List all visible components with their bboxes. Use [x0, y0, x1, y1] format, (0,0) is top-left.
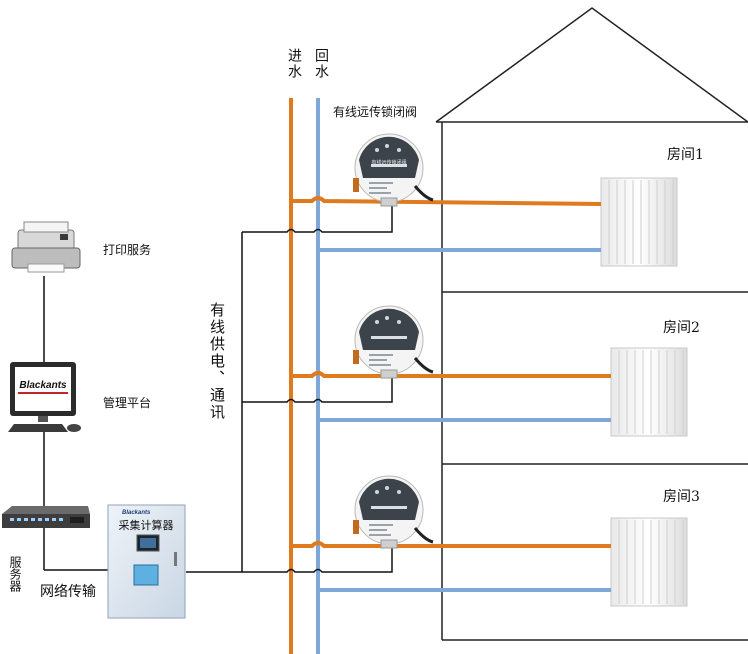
house-outline: [435, 7, 748, 641]
lock-valve-3: [351, 474, 435, 550]
valve-device-text: 有线远传锁闭阀: [371, 159, 406, 166]
return-pipe-label: 回水: [313, 48, 329, 80]
radiator-room-3: [610, 517, 688, 607]
room-2-label: 房间2: [663, 320, 700, 336]
power-comm-label: 有线供电、通讯: [208, 302, 226, 421]
power-comm-wiring: [43, 205, 393, 573]
lock-valve-2: [351, 304, 435, 380]
server-icon: [2, 506, 90, 528]
printer-icon: [11, 221, 81, 273]
radiator-room-2: [610, 347, 688, 437]
valve-caption: 有线远传锁闭阀: [333, 105, 418, 119]
room-1-label: 房间1: [667, 147, 704, 163]
branch-pipes: [291, 196, 611, 592]
network-label: 网络传输: [40, 584, 96, 600]
server-label: 服务器: [8, 556, 22, 592]
room-3-label: 房间3: [663, 489, 700, 505]
radiator-room-1: [600, 177, 678, 267]
supply-pipe-label: 进水: [286, 48, 302, 80]
printer-label: 打印服务: [103, 243, 152, 257]
collector-box: Blackants 采集计算器: [107, 504, 186, 619]
monitor-brand: Blackants: [19, 380, 67, 391]
collector-brand: Blackants: [122, 510, 151, 516]
monitor-icon: Blackants: [8, 362, 81, 432]
collector-title: 采集计算器: [119, 518, 174, 532]
platform-label: 管理平台: [103, 396, 152, 410]
lock-valve-1: [351, 132, 435, 208]
